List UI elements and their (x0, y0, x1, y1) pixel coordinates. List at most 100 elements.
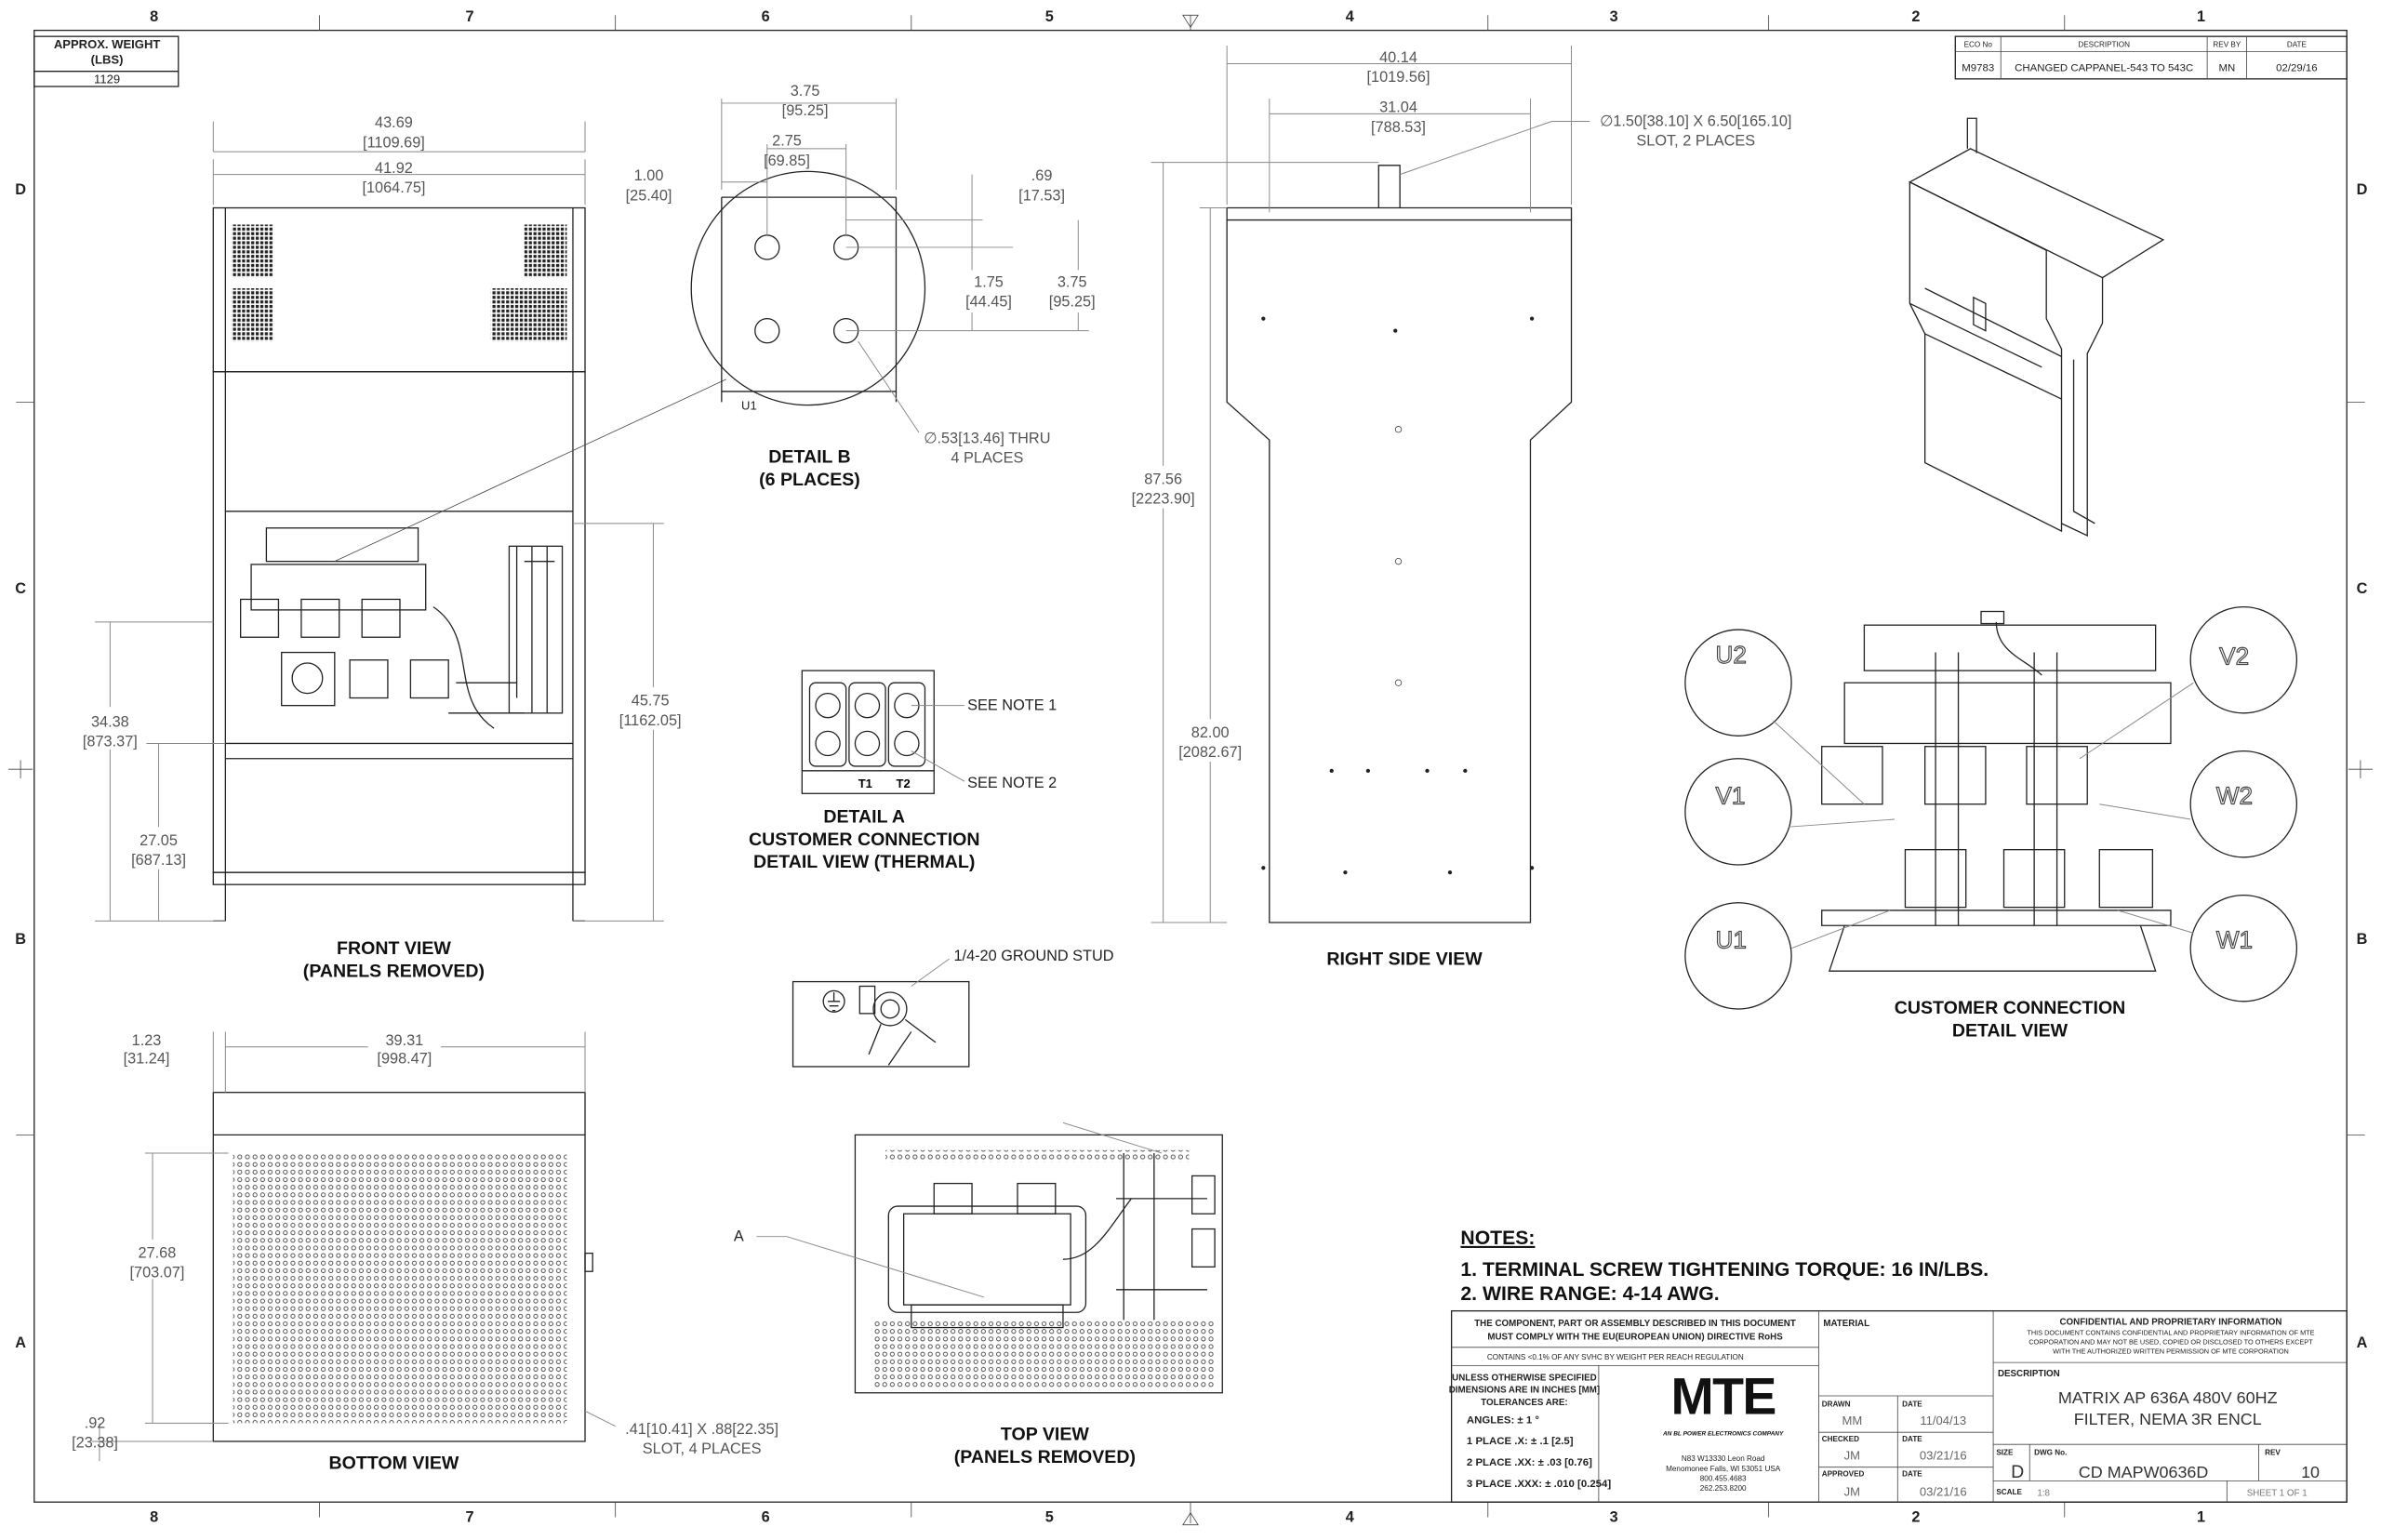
dimension-value: 45.75 (632, 693, 670, 710)
zone-row: D (15, 181, 26, 198)
slot-note-count: SLOT, 4 PLACES (643, 1440, 762, 1457)
dimension-metric: [1162.05] (619, 712, 682, 729)
dimension-metric: [95.25] (1049, 294, 1096, 311)
view-title: BOTTOM VIEW (329, 1453, 459, 1473)
zone-row: C (2357, 580, 2368, 597)
drawn-label: DRAWN (1822, 1400, 1851, 1408)
detail-a-reference: A (734, 1228, 744, 1245)
rev-label: REV (2265, 1449, 2281, 1457)
confidential-text: WITH THE AUTHORIZED WRITTEN PERMISSION O… (2053, 1347, 2289, 1355)
dimension-value: 40.14 (1379, 49, 1417, 66)
zone-col: 4 (1346, 8, 1354, 25)
top-view: 1/4-20 GROUND STUD A TOP VIEW (PANELS RE… (734, 948, 1223, 1467)
tolerance-1-place: 1 PLACE .X: ± .1 [2.5] (1467, 1436, 1574, 1447)
weight-unit: (LBS) (91, 53, 124, 67)
dimension-metric: [69.85] (764, 153, 810, 169)
dimension-value: 1.75 (974, 273, 1004, 290)
detail-a: T1 T2 SEE NOTE 1 SEE NOTE 2 DETAIL A CUS… (749, 670, 1057, 872)
view-subtitle: DETAIL VIEW (1952, 1020, 2068, 1041)
dwg-no-label: DWG No. (2034, 1449, 2067, 1457)
bottom-view: 1.23 [31.24] 39.31 [998.47] 27.68 [703.0… (72, 1031, 778, 1473)
phase-label-w2: W2 (2216, 782, 2253, 810)
checked-label: CHECKED (1822, 1435, 1859, 1443)
louver (524, 224, 567, 278)
dimension-metric: [1109.69] (363, 134, 425, 151)
phone-line: 800.455.4683 (1700, 1474, 1747, 1482)
dimension-metric: [2223.90] (1132, 491, 1195, 508)
checked-date: 03/21/16 (1920, 1449, 1967, 1463)
zone-col: 6 (762, 8, 770, 25)
dimension-metric: [1019.56] (1367, 69, 1430, 86)
louver (490, 287, 567, 342)
dimension-value: 27.68 (139, 1245, 177, 1262)
rev-header-description: DESCRIPTION (2078, 41, 2130, 49)
tolerance-2-place: 2 PLACE .XX: ± .03 [0.76] (1467, 1457, 1592, 1468)
louver (231, 287, 274, 342)
dimension-value: 3.75 (791, 83, 820, 100)
rev-date: 02/29/16 (2276, 63, 2317, 74)
dimension-value: 87.56 (1144, 471, 1182, 487)
zone-row: B (2357, 931, 2368, 948)
hole-note: ∅.53[13.46] THRU (924, 430, 1050, 446)
view-title: CUSTOMER CONNECTION (1895, 998, 2126, 1018)
tolerance-header: TOLERANCES ARE: (1481, 1398, 1567, 1408)
revision-block: ECO No DESCRIPTION REV BY DATE M9783 CHA… (1954, 35, 2348, 80)
view-title: FRONT VIEW (337, 938, 451, 959)
terminal-t1: T1 (858, 777, 872, 790)
zone-col: 3 (1610, 1508, 1618, 1525)
note-item: 2. WIRE RANGE: 4-14 AWG. (1460, 1283, 1719, 1305)
confidential-text: THIS DOCUMENT CONTAINS CONFIDENTIAL AND … (2027, 1329, 2314, 1337)
zone-row: C (15, 580, 26, 597)
zone-col: 4 (1346, 1508, 1354, 1525)
phase-label-u1: U1 (1716, 926, 1747, 954)
drawing-number: CD MAPW0636D (2079, 1463, 2209, 1481)
drawn-date: 11/04/13 (1920, 1414, 1966, 1427)
terminal-label: U1 (741, 399, 757, 413)
dimension-metric: [687.13] (131, 852, 186, 869)
ground-stud-label: 1/4-20 GROUND STUD (953, 948, 1113, 964)
zone-col: 5 (1045, 1508, 1054, 1525)
dimension-metric: [703.07] (129, 1265, 184, 1281)
date-label: DATE (1902, 1400, 1922, 1408)
drawing-description: MATRIX AP 636A 480V 60HZ (2058, 1388, 2278, 1407)
weight-value: 1129 (94, 73, 120, 86)
zone-labels-sides: D C B A D C B A (15, 181, 2367, 1351)
phase-label-v1: V1 (1716, 782, 1746, 810)
rev-by: MN (2218, 63, 2235, 74)
sheet-number: SHEET 1 OF 1 (2247, 1489, 2308, 1499)
weight-label: APPROX. WEIGHT (54, 37, 161, 51)
dimension-metric: [17.53] (1018, 187, 1065, 204)
zone-row: B (15, 931, 26, 948)
dimension-metric: [95.25] (782, 102, 829, 119)
dimension-value: 34.38 (91, 714, 129, 731)
phase-label-v2: V2 (2219, 643, 2249, 670)
view-title: RIGHT SIDE VIEW (1326, 949, 1483, 970)
zone-col: 2 (1911, 8, 1920, 25)
scale-value: 1:8 (2037, 1489, 2050, 1499)
dimension-metric: [873.37] (83, 734, 138, 750)
notes: NOTES: 1. TERMINAL SCREW TIGHTENING TORQ… (1460, 1228, 1989, 1305)
view-subtitle: (6 PLACES) (759, 470, 860, 490)
rev-header-revby: REV BY (2213, 41, 2241, 49)
confidential-text: CORPORATION AND MAY NOT BE USED, COPIED … (2029, 1338, 2313, 1347)
dimension-value: 2.75 (772, 133, 802, 150)
dimension-value: 31.04 (1379, 100, 1417, 116)
dimension-value: .92 (85, 1414, 106, 1431)
zone-row: D (2357, 181, 2368, 198)
slot-note: ∅1.50[38.10] X 6.50[165.10] (1600, 113, 1791, 129)
dimension-value: 43.69 (375, 114, 413, 131)
dimension-metric: [44.45] (965, 294, 1012, 311)
revision-number: 10 (2301, 1463, 2320, 1481)
notes-heading: NOTES: (1460, 1228, 1535, 1249)
callout-see-note-2: SEE NOTE 2 (967, 775, 1057, 791)
slot-note-count: SLOT, 2 PLACES (1636, 133, 1755, 150)
zone-col: 7 (465, 8, 473, 25)
right-side-view: 40.14 [1019.56] 31.04 [788.53] ∅1.50[38.… (1124, 45, 1791, 970)
rev-header-date: DATE (2287, 41, 2308, 49)
zone-row: A (15, 1334, 26, 1351)
dimension-value: 3.75 (1057, 273, 1087, 290)
view-subtitle: DETAIL VIEW (THERMAL) (753, 852, 975, 872)
approved-date: 03/21/16 (1920, 1485, 1967, 1499)
dimension-value: 27.05 (140, 832, 178, 849)
